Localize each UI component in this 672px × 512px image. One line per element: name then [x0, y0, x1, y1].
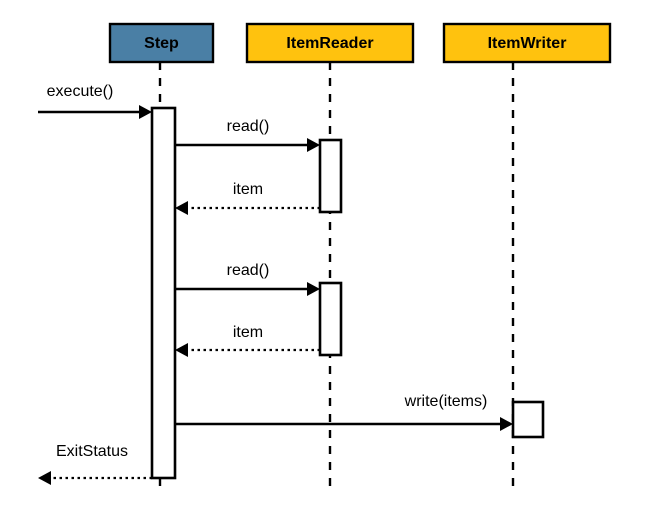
message-label-msg-write-items: write(items) [404, 393, 488, 410]
participants-group: Step ItemReader ItemWriter [108, 22, 612, 64]
step-activation [150, 106, 177, 480]
message-arrowhead-msg-item-1 [175, 201, 188, 215]
reader-activation-2 [318, 281, 343, 357]
message-label-msg-exitstatus: ExitStatus [56, 443, 128, 460]
writer-activation-1 [511, 400, 545, 439]
message-label-msg-item-2: item [233, 324, 263, 341]
lifelines-group [158, 62, 515, 490]
messages-group [38, 105, 513, 485]
message-label-msg-item-1: item [233, 181, 263, 198]
message-label-msg-read-1: read() [227, 118, 270, 135]
participant-label-step: Step [144, 35, 179, 52]
participant-label-itemwriter: ItemWriter [488, 35, 567, 52]
participant-label-itemreader: ItemReader [286, 35, 373, 52]
reader-activation-1 [318, 138, 343, 214]
message-label-msg-execute: execute() [47, 83, 114, 100]
participant-box-step[interactable] [108, 22, 215, 64]
message-labels-group: execute() read() item read() item write(items… [47, 83, 488, 460]
message-arrowhead-msg-item-2 [175, 343, 188, 357]
participant-box-itemwriter[interactable] [442, 22, 612, 64]
message-arrowhead-msg-execute [139, 105, 152, 119]
message-arrowhead-msg-read-1 [307, 138, 320, 152]
message-arrowhead-msg-write-items [500, 417, 513, 431]
message-arrowhead-msg-exitstatus [38, 471, 51, 485]
message-label-msg-read-2: read() [227, 262, 270, 279]
participant-box-itemreader[interactable] [245, 22, 415, 64]
activations-group [150, 106, 545, 480]
message-arrowhead-msg-read-2 [307, 282, 320, 296]
